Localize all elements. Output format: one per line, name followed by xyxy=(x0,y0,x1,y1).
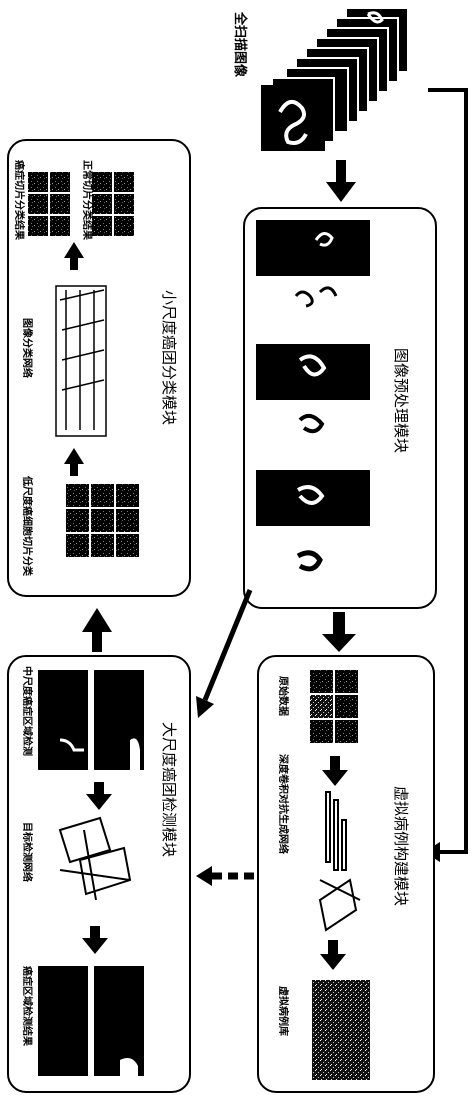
normal-result-grid xyxy=(92,172,134,236)
virtual-library-label: 虚拟病例库 xyxy=(277,986,290,1036)
route-line-right xyxy=(428,88,468,854)
arrow-to-virtual xyxy=(322,612,356,652)
raw-data-label: 原始数据 xyxy=(277,676,290,716)
whole-slide-label: 全扫描图像 xyxy=(232,11,248,78)
detection-network-sketch xyxy=(58,816,132,901)
cancer-result-label: 癌症切片分类结果 xyxy=(13,160,26,241)
gan-label: 深度卷积对抗生成网络 xyxy=(277,754,290,854)
input-patch-grid xyxy=(66,484,139,557)
small-input-label: 低尺度癌细胞切片分类 xyxy=(21,475,34,576)
gan-network-sketch xyxy=(318,791,361,932)
preprocess-title: 图像预处理模块 xyxy=(392,348,410,453)
classification-network-label: 图像分类网络 xyxy=(21,318,34,378)
virtual-title: 虚拟病例构建模块 xyxy=(392,786,410,906)
arrow-to-large-detect xyxy=(196,589,253,718)
virtual-module xyxy=(257,655,435,1093)
arrow-to-preprocess xyxy=(326,160,356,202)
normal-result-label: 正常切片分类结果 xyxy=(81,160,94,241)
arrow-to-small-classify xyxy=(82,608,112,652)
classification-network-sketch xyxy=(55,285,107,437)
cancer-result-grid xyxy=(28,172,70,236)
dashed-arrow-to-large-detect xyxy=(196,866,254,886)
preprocess-module xyxy=(243,207,437,609)
large-detect-module xyxy=(7,655,191,1093)
raw-data-grid xyxy=(310,670,358,743)
virtual-library-image xyxy=(312,980,370,1080)
small-classify-title: 小尺度癌团分类模块 xyxy=(160,290,178,425)
whole-slide-stack xyxy=(261,7,409,151)
large-input-label: 中尺度癌症区域检测 xyxy=(21,666,34,756)
large-detect-title: 大尺度癌团检测模块 xyxy=(160,722,178,857)
detection-network-label: 目标检测网络 xyxy=(21,822,34,882)
large-result-label: 癌症区域检测结果 xyxy=(21,966,34,1047)
small-classify-module xyxy=(7,139,191,597)
